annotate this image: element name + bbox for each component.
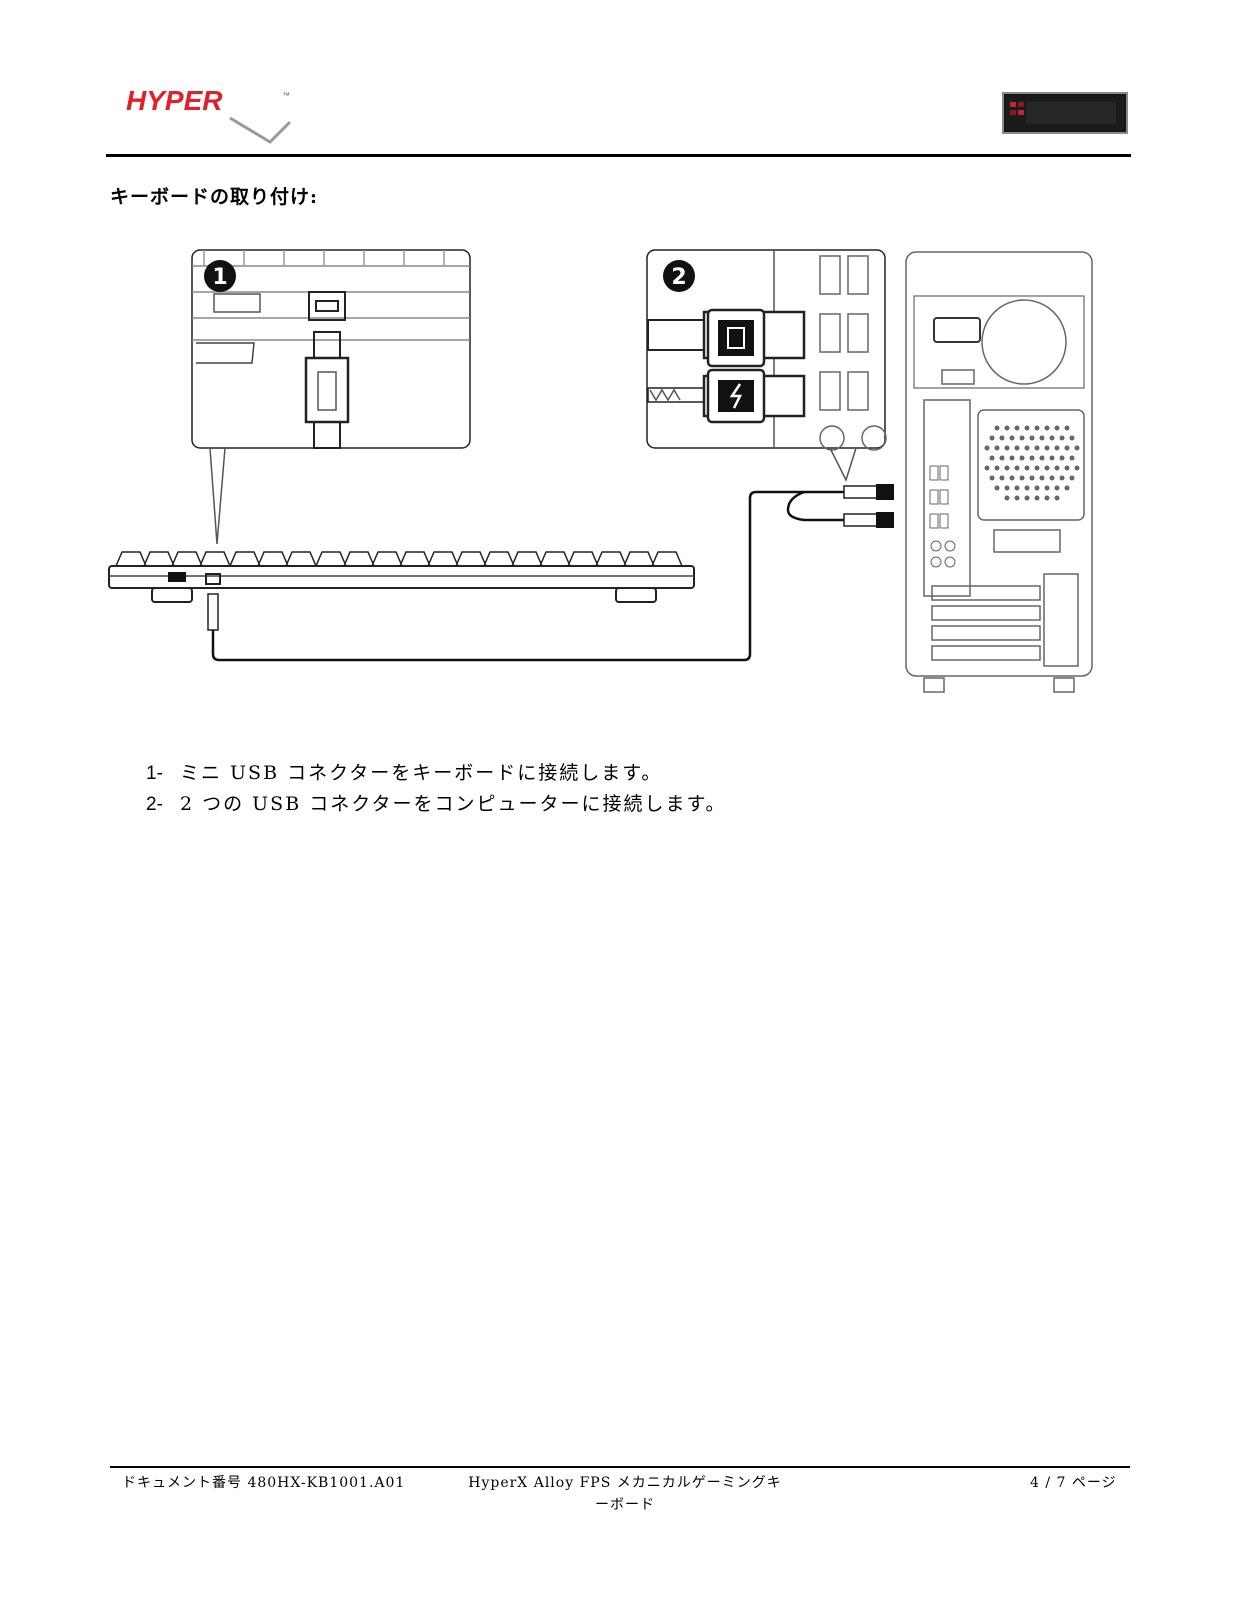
logo-tm: ™ bbox=[282, 91, 290, 100]
step-1: 1- ミニ USB コネクターをキーボードに接続します。 bbox=[146, 758, 727, 789]
footer-product-line-2: ーボード bbox=[595, 1497, 655, 1513]
callout-2-number: 2 bbox=[671, 265, 686, 290]
callout-1-badge bbox=[204, 260, 236, 292]
keyboard-side-view bbox=[108, 551, 695, 631]
header-rule bbox=[106, 154, 1131, 157]
footer-page-number: 4 / 7 ページ bbox=[1030, 1475, 1117, 1491]
callout-1-number: 1 bbox=[212, 265, 227, 290]
instruction-steps: 1- ミニ USB コネクターをキーボードに接続します。 2- 2 つの USB コ… bbox=[146, 758, 727, 820]
pc-tower bbox=[905, 251, 1093, 693]
step-2: 2- 2 つの USB コネクターをコンピューターに接続します。 bbox=[146, 789, 727, 820]
hyperx-logo: HYPER ™ bbox=[126, 85, 292, 144]
step-1-number: 1- bbox=[146, 763, 163, 784]
connection-diagram: 1 2 bbox=[108, 249, 1093, 693]
usb-cable bbox=[211, 490, 844, 662]
step-2-number: 2- bbox=[146, 794, 163, 815]
footer-product-line-1: HyperX Alloy FPS メカニカルゲーミングキ bbox=[468, 1475, 782, 1491]
pc-fan-grill bbox=[984, 425, 1080, 501]
callout-1-panel bbox=[191, 249, 471, 449]
callout-2-badge bbox=[663, 260, 695, 292]
keyboard-thumbnail bbox=[1002, 92, 1128, 134]
logo-x-swoosh bbox=[229, 116, 292, 144]
footer-product-title: HyperX Alloy FPS メカニカルゲーミングキ ーボード bbox=[460, 1472, 790, 1516]
step-1-text: ミニ USB コネクターをキーボードに接続します。 bbox=[180, 762, 663, 784]
step-2-text: 2 つの USB コネクターをコンピューターに接続します。 bbox=[180, 793, 727, 815]
section-title: キーボードの取り付け: bbox=[110, 186, 319, 208]
footer-doc-number: ドキュメント番号 480HX-KB1001.A01 bbox=[122, 1475, 406, 1491]
callout-2-panel bbox=[646, 249, 887, 451]
logo-text: HYPER bbox=[126, 85, 223, 116]
footer-rule bbox=[110, 1466, 1130, 1468]
pc-io-ports bbox=[929, 465, 956, 568]
